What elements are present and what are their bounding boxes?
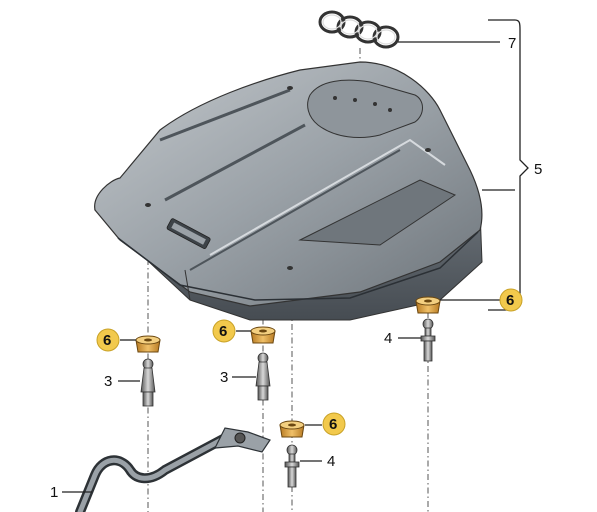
stud-bolt-right	[420, 318, 436, 362]
callout-3-mid: 3	[220, 369, 228, 386]
engine-cover	[94, 61, 483, 321]
grommet-mid	[250, 326, 276, 344]
svg-text:6: 6	[103, 332, 111, 349]
callout-1: 1	[50, 484, 58, 501]
svg-text:6: 6	[506, 292, 514, 309]
callout-6-right: 6	[499, 288, 523, 312]
callout-6-mid: 6	[212, 319, 236, 343]
callout-4-right: 4	[384, 330, 392, 347]
grommet-right	[415, 296, 441, 314]
grommet-left	[135, 335, 161, 353]
callout-6-lower: 6	[322, 412, 346, 436]
svg-text:3: 3	[220, 369, 228, 386]
svg-text:6: 6	[219, 323, 227, 340]
svg-text:1: 1	[50, 484, 58, 501]
svg-text:4: 4	[327, 453, 335, 470]
svg-text:5: 5	[534, 161, 542, 178]
rings-emblem	[318, 10, 400, 49]
callout-6-left: 6	[96, 328, 120, 352]
ball-pin-left	[140, 358, 156, 407]
svg-text:4: 4	[384, 330, 392, 347]
callout-4-lower: 4	[327, 453, 335, 470]
callout-5: 5	[534, 161, 542, 178]
callout-3-left: 3	[104, 373, 112, 390]
grommet-lower	[279, 420, 305, 438]
stud-bolt-lower	[284, 444, 300, 488]
svg-text:3: 3	[104, 373, 112, 390]
ball-pin-mid	[255, 352, 271, 401]
callout-7: 7	[508, 35, 516, 52]
svg-text:6: 6	[329, 416, 337, 433]
support-bracket	[75, 427, 271, 512]
svg-text:7: 7	[508, 35, 516, 52]
